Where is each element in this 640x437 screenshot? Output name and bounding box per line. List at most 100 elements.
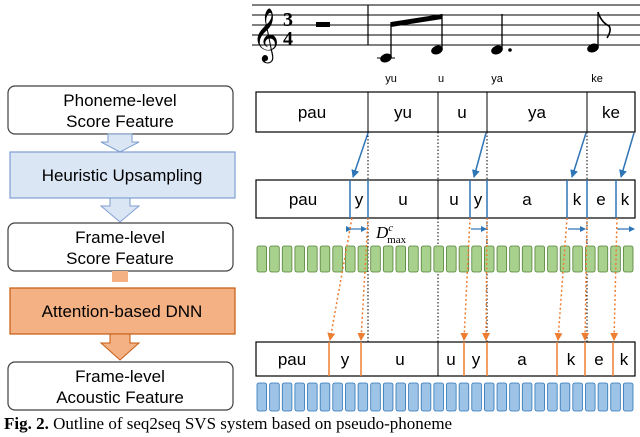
lyric-yu: yu xyxy=(385,73,397,85)
phoneme-cell: yu xyxy=(394,103,412,122)
score-frame-block xyxy=(496,245,508,273)
music-staff: 𝄞 3 4 xyxy=(252,4,640,63)
acoustic-frame-blocks xyxy=(256,382,634,412)
frame-score-cell: k xyxy=(573,190,582,209)
upsampling-arrows xyxy=(351,132,635,178)
frame-score-row xyxy=(255,179,636,219)
score-frame-block xyxy=(256,245,268,273)
acoustic-frame-block xyxy=(496,382,508,412)
acoustic-frame-block xyxy=(307,382,318,412)
acoustic-row xyxy=(255,341,636,377)
score-frame-block xyxy=(395,245,407,273)
score-frame-block xyxy=(307,245,318,273)
phoneme-row xyxy=(255,91,636,133)
score-frame-block xyxy=(521,245,533,273)
acoustic-frame-block xyxy=(471,382,482,412)
phoneme-cell: u xyxy=(457,103,466,122)
frame-score-feature-line2: Score Feature xyxy=(66,249,174,268)
score-frame-block xyxy=(269,245,280,273)
attention-dnn-box xyxy=(9,287,236,335)
down-arrow-2-icon xyxy=(99,197,141,223)
acoustic-frame-block xyxy=(483,382,495,412)
acoustic-cell: a xyxy=(517,350,527,369)
acoustic-frame-block xyxy=(357,382,369,412)
acoustic-cell: k xyxy=(620,350,629,369)
frame-score-cell: e xyxy=(596,190,605,209)
acoustic-frame-block xyxy=(446,382,457,412)
score-frame-block xyxy=(382,245,394,273)
frame-score-cell: u xyxy=(449,190,458,209)
frame-score-cell: y xyxy=(474,190,483,209)
acoustic-frame-block xyxy=(294,382,305,412)
beamed-notes-icon xyxy=(377,14,443,63)
score-frame-block xyxy=(585,245,596,273)
score-frame-block xyxy=(319,245,331,273)
frame-score-cell: a xyxy=(522,190,532,209)
dmax-base: D xyxy=(375,223,389,242)
dotted-quarter-note-icon xyxy=(491,14,512,55)
score-frame-block xyxy=(370,245,381,273)
acoustic-frame-block xyxy=(319,382,331,412)
eighth-note-icon xyxy=(587,11,611,53)
acoustic-frame-block xyxy=(382,382,394,412)
acoustic-frame-block xyxy=(509,382,520,412)
acoustic-frame-block xyxy=(458,382,470,412)
acoustic-cell: e xyxy=(594,350,603,369)
score-frame-block xyxy=(446,245,457,273)
score-frame-block xyxy=(597,245,609,273)
acoustic-frame-block xyxy=(559,382,571,412)
acoustic-cell: y xyxy=(472,350,481,369)
acoustic-cell: u xyxy=(395,350,404,369)
caption-text: Outline of seq2seq SVS system based on p… xyxy=(48,414,453,433)
acoustic-frame-block xyxy=(370,382,381,412)
score-frame-block xyxy=(509,245,520,273)
acoustic-frame-block xyxy=(345,382,356,412)
half-rest-icon xyxy=(316,22,330,27)
acoustic-cell: y xyxy=(341,350,350,369)
down-arrow-1-icon xyxy=(100,133,140,153)
orange-connector-icon xyxy=(112,271,128,282)
frame-score-cell: pau xyxy=(289,190,317,209)
score-frame-block xyxy=(420,245,432,273)
acoustic-cell: pau xyxy=(278,350,306,369)
acoustic-frame-block xyxy=(521,382,533,412)
acoustic-frame-block xyxy=(610,382,621,412)
phoneme-cell: ya xyxy=(528,103,547,122)
score-frame-block xyxy=(458,245,470,273)
phoneme-score-feature-line2: Score Feature xyxy=(66,112,174,131)
caption-prefix: Fig. 2. xyxy=(4,414,49,433)
score-frame-block xyxy=(483,245,495,273)
acoustic-frame-block xyxy=(534,382,545,412)
heuristic-upsampling-label: Heuristic Upsampling xyxy=(42,166,203,185)
dmax-sup: c xyxy=(388,222,393,234)
figure-caption: Fig. 2. Outline of seq2seq SVS system ba… xyxy=(4,414,640,434)
acoustic-frame-block xyxy=(597,382,609,412)
acoustic-frame-block xyxy=(269,382,280,412)
lyric-ya: ya xyxy=(491,73,504,85)
acoustic-frame-block xyxy=(547,382,558,412)
frame-acoustic-feature-box xyxy=(7,361,234,411)
score-frame-block xyxy=(408,245,419,273)
alignment-guides xyxy=(367,132,588,342)
frame-score-cell: y xyxy=(355,190,364,209)
score-frame-block xyxy=(281,245,293,273)
acoustic-cell: k xyxy=(567,350,576,369)
frame-score-cell: k xyxy=(621,190,630,209)
score-frame-blocks xyxy=(256,245,634,273)
score-frame-block xyxy=(534,245,545,273)
score-frame-block xyxy=(332,245,343,273)
score-frame-block xyxy=(471,245,482,273)
score-frame-block xyxy=(433,245,444,273)
acoustic-frame-block xyxy=(281,382,293,412)
score-frame-block xyxy=(357,245,369,273)
phoneme-cell: ke xyxy=(602,103,620,122)
score-frame-block xyxy=(572,245,583,273)
acoustic-frame-block xyxy=(420,382,432,412)
down-arrow-3-icon xyxy=(99,333,141,361)
frame-acoustic-feature-line2: Acoustic Feature xyxy=(56,388,184,407)
frame-score-cell: u xyxy=(398,190,407,209)
lyric-ke: ke xyxy=(591,73,603,85)
acoustic-frame-block xyxy=(622,382,634,412)
